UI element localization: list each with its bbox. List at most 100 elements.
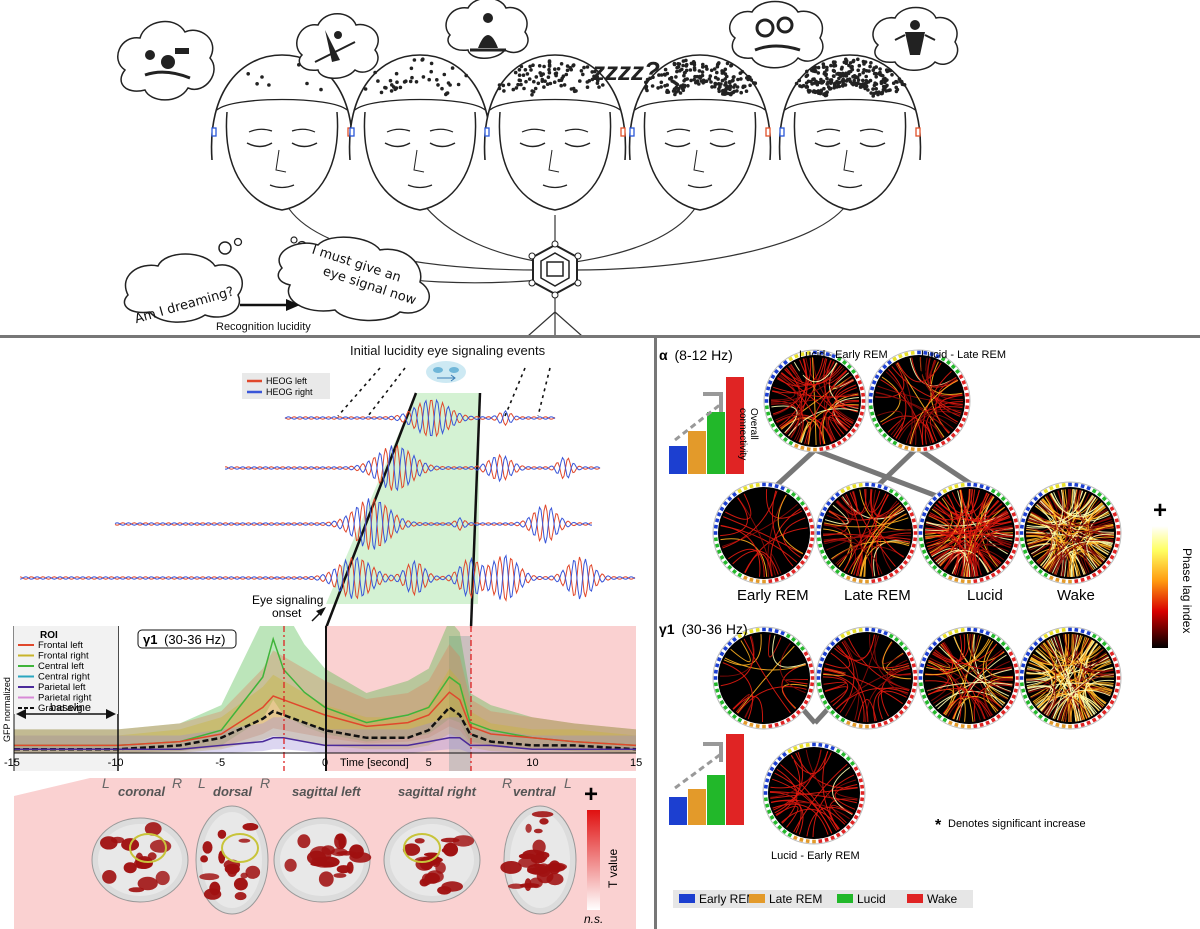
view-ventral: ventral — [513, 784, 556, 799]
tscale-ns: n.s. — [584, 912, 603, 926]
x-tick-label: 5 — [426, 757, 432, 769]
colorbar-plus: + — [1153, 497, 1167, 524]
connectivity-panel: α (8-12 Hz) Overallconnectivity Lucid - … — [659, 347, 1194, 908]
legend-swatch — [749, 894, 765, 903]
alpha-connectivity-bars — [669, 377, 744, 474]
head-illustration — [210, 54, 354, 211]
gfp-band-label: γ1 (30-36 Hz) — [143, 632, 226, 647]
signal-window — [326, 393, 480, 604]
heog-trace-right — [19, 554, 636, 600]
dream-content-icons — [144, 13, 936, 80]
roi-title: ROI — [40, 630, 58, 641]
eye-signal-panel: Initial lucidity eye signaling events HE… — [19, 343, 636, 629]
lr-label: R — [172, 778, 182, 791]
connectivity-circle — [815, 626, 919, 730]
significance-note: Denotes significant increase — [948, 818, 1086, 830]
x-tick-label: -5 — [215, 757, 225, 769]
heog-trace-left — [284, 399, 556, 438]
view-sagittal-right: sagittal right — [398, 784, 477, 799]
thought-bubble-signal — [277, 236, 430, 322]
gamma-bottom-label: Lucid - Early REM — [771, 850, 860, 862]
onset-label: Eye signaling onset — [252, 593, 327, 620]
head-illustration — [628, 54, 772, 211]
head-illustration — [348, 54, 492, 211]
alpha-bar-label: Overallconnectivity — [737, 408, 759, 460]
heog-trace-right — [284, 398, 556, 437]
gfp-line — [14, 636, 637, 747]
gfp-line — [14, 737, 636, 750]
legend-item: Wake — [927, 892, 958, 906]
gamma-connectivity-bars — [669, 734, 744, 825]
gfp-line — [14, 705, 637, 751]
note-star: * — [935, 817, 942, 834]
view-coronal: coronal — [118, 784, 165, 799]
roi-legend-item: Central right — [38, 672, 90, 683]
gamma-band-label: γ1 (30-36 Hz) — [659, 621, 748, 637]
state-lucid: Lucid — [967, 587, 1003, 604]
state-wake: Wake — [1057, 587, 1095, 604]
brain-map — [500, 805, 577, 915]
connectivity-circle — [867, 349, 971, 453]
thought-bubble-dreaming — [123, 237, 243, 323]
sig-star: * — [919, 366, 926, 386]
sig-star: * — [797, 366, 804, 386]
alpha-top-label-2: Lucid - Late REM — [921, 349, 1006, 361]
connectivity-circle — [815, 481, 919, 585]
lr-label: R — [260, 778, 270, 791]
colorbar-label: Phase lag index — [1180, 548, 1194, 633]
tscale-label: T value — [606, 849, 620, 888]
lr-label: L — [102, 778, 110, 791]
heog-legend — [242, 373, 330, 399]
dream-clouds — [117, 0, 959, 101]
connectivity-circle — [917, 481, 1021, 585]
view-sagittal-left: sagittal left — [292, 784, 361, 799]
heog-trace-left — [225, 444, 601, 491]
eog-traces — [19, 398, 636, 602]
state-late-rem: Late REM — [844, 587, 911, 604]
connectivity-circle — [712, 626, 816, 730]
gfp-line — [14, 691, 637, 747]
gfp-ylabel: GFP normalized — [2, 677, 12, 742]
x-tick-label: -10 — [108, 757, 124, 769]
head-illustration — [483, 54, 627, 211]
brain-map — [273, 817, 372, 903]
legend-swatch — [837, 894, 853, 903]
brain-map — [383, 817, 481, 903]
lr-label: L — [198, 778, 206, 791]
sig-star: * — [787, 754, 794, 774]
tscale-plus: + — [584, 781, 598, 808]
heog-trace-left — [19, 556, 636, 602]
gfp-xlabel: Time [second] — [340, 757, 409, 769]
heog-right-label: HEOG right — [266, 387, 313, 397]
vertical-divider — [654, 338, 657, 929]
roi-legend-item: Central left — [38, 661, 84, 672]
recognition-label: Recognition lucidity — [216, 321, 311, 333]
sleep-zzz-text: zzzz? — [591, 56, 660, 86]
x-tick-label: 15 — [630, 757, 642, 769]
baseline-label: baseline — [50, 702, 91, 714]
state-legend — [673, 890, 973, 908]
tvalue-colorbar — [587, 810, 600, 910]
head-illustration — [778, 54, 922, 211]
brain-map — [195, 805, 269, 915]
eye-panel-title: Initial lucidity eye signaling events — [350, 343, 546, 358]
brain-panel: coronal dorsal sagittal left sagittal ri… — [91, 778, 620, 926]
x-tick-label: 10 — [526, 757, 538, 769]
roi-legend-item: Parietal right — [38, 693, 92, 704]
roi-legend-item: Frontal left — [38, 640, 83, 651]
heog-trace-right — [114, 498, 592, 550]
connectivity-circle — [1018, 626, 1122, 730]
x-tick-label: 0 — [322, 757, 328, 769]
top-illustration: zzzz? Am I dreaming? I must give an eye … — [117, 0, 959, 336]
brain-map — [91, 817, 189, 903]
connectivity-circle — [712, 481, 816, 585]
legend-item: Late REM — [769, 892, 822, 906]
legend-swatch — [907, 894, 923, 903]
alpha-top-label-1: Lucid - Early REM — [799, 349, 888, 361]
pli-colorbar — [1152, 526, 1168, 648]
lr-label: R — [502, 778, 512, 791]
roi-legend-item: Frontal right — [38, 651, 89, 662]
legend-swatch — [679, 894, 695, 903]
eye-signal-icon — [426, 361, 466, 383]
horizontal-divider — [0, 335, 1200, 338]
